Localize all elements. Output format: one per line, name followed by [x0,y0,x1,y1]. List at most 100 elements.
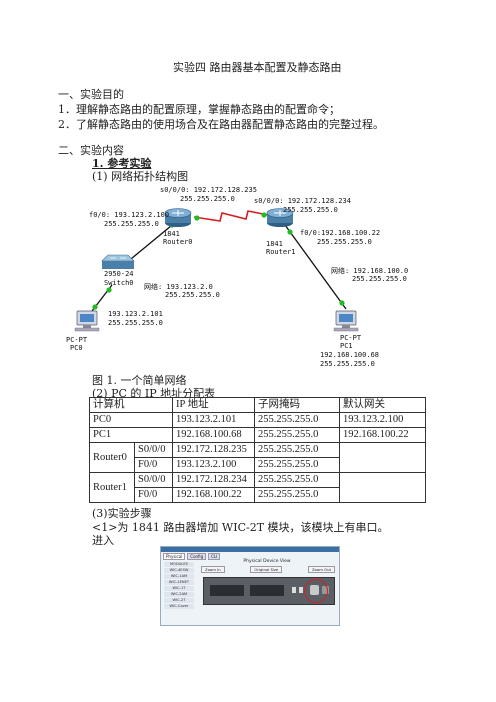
highlight-circle [304,579,328,603]
module-slot[interactable] [250,585,284,596]
router1-name: Router1 [266,248,296,256]
table-cell: 255.255.255.0 [254,487,340,503]
module-list-item[interactable]: WIC-1ENET [164,580,194,585]
table-header-cell: 计算机 [89,397,173,413]
network-right-mask: 255.255.255.0 [352,275,407,283]
link-serial [193,210,269,222]
router1-serial-label: s0/0/0: 192.172.128.234 [254,197,351,205]
table-row: F0/0 192.168.100.22 255.255.255.0 [90,487,426,503]
page-title: 实验四 路由器基本配置及静态路由 [173,61,342,74]
router0-serial-mask: 255.255.255.0 [180,195,235,203]
table-header-cell: 子网掩码 [254,397,340,413]
table-cell: 193.123.2.101 [172,412,255,428]
purpose-item: 1．理解静态路由的配置原理，掌握静态路由的配置命令； [58,103,340,116]
router1-serial-mask: 255.255.255.0 [283,206,338,214]
topology-label: (1) 网络拓扑结构图 [92,170,189,183]
pc1-type: PC-PT [340,334,362,342]
table-cell: 255.255.255.0 [254,457,340,473]
network-right-label: 网络: 192.168.100.0 [331,267,409,275]
module-list-item[interactable]: WIC-2AM [164,592,194,597]
pc0-name: PC0 [70,344,83,352]
table-cell: 255.255.255.0 [254,412,340,428]
section-heading-purpose: 一、实验目的 [58,88,124,101]
figure-caption: 图 1. 一个简单网络 [92,374,187,387]
table-cell: 255.255.255.0 [254,442,340,458]
table-row: F0/0 193.123.2.100 255.255.255.0 [90,457,426,473]
table-cell: Router1 [88,472,136,503]
network-topology-diagram [74,208,359,332]
router-icon [164,208,192,227]
table-header-cell: 默认网关 [339,397,426,413]
router1-f00-label: f0/0:192.168.100.22 [300,229,381,237]
module-list-item[interactable]: WIC-2T [164,598,194,603]
table-cell: 192.172.128.234 [172,472,255,488]
packet-tracer-screenshot: Physical Config CLI MODULES WIC-4ESW WIC… [160,546,340,626]
table-row: PC1 192.168.100.68 255.255.255.0 192.168… [89,427,426,443]
original-size-button[interactable]: Original Size [250,566,283,573]
pc1-name: PC1 [340,342,353,350]
table-cell: 192.168.100.68 [172,427,255,443]
table-header-row: 计算机 IP 地址 子网掩码 默认网关 [89,397,426,413]
table-row: PC0 193.123.2.101 255.255.255.0 193.123.… [89,412,426,428]
step-1-text: <1>为 1841 路由器增加 WIC-2T 模块，该模块上有串口。 [92,521,389,534]
table-cell: 193.123.2.100 [339,412,426,428]
table-caption: (2) PC 的 IP 地址分配表 [92,387,216,400]
zoom-in-button[interactable]: Zoom In [201,566,225,573]
panel-title: Physical Device View [243,559,291,564]
network-left-label: 网络: 193.123.2.0 [144,283,213,291]
router1-model: 1841 [266,240,283,248]
router1-f00-mask: 255.255.255.0 [317,238,372,246]
module-list-item[interactable]: WIC-1T [164,586,194,591]
pc0-ip: 193.123.2.101 [108,310,163,318]
module-slot[interactable] [210,585,244,596]
ip-address-table: 计算机 IP 地址 子网掩码 默认网关 PC0 193.123.2.101 25… [88,397,426,503]
module-list: MODULES WIC-4ESW WIC-1AM WIC-1ENET WIC-1… [164,562,194,610]
table-header-cell: IP 地址 [172,397,255,413]
table-row: Router0 S0/0/0 192.172.128.235 255.255.2… [88,442,426,473]
table-cell: PC1 [89,427,173,443]
step-1-continued: 进入 [92,534,114,547]
pc-icon [74,310,100,332]
table-cell: 193.123.2.100 [172,457,255,473]
network-left-mask: 255.255.255.0 [165,291,220,299]
table-cell: 192.168.100.22 [339,427,426,443]
table-cell: 192.172.128.235 [172,442,255,458]
table-cell: Router0 [88,442,136,473]
pc1-mask: 255.255.255.0 [320,360,375,368]
module-list-item[interactable]: WIC-4ESW [164,568,194,573]
section-heading-content: 二、实验内容 [58,144,124,157]
window-titlebar [161,547,339,552]
table-cell: 255.255.255.0 [254,472,340,488]
subsection-title-text: 1. 参考实验 [92,157,152,170]
router0-model: 1841 [163,230,180,238]
subsection-title: 1. 参考实验 [92,155,151,171]
module-list-item[interactable]: MODULES [164,562,194,567]
table-cell: 255.255.255.0 [254,427,340,443]
pc1-ip: 192.168.100.68 [320,351,380,359]
tab-physical[interactable]: Physical [163,553,186,560]
module-list-item[interactable]: WIC-1AM [164,574,194,579]
table-cell: 192.168.100.22 [172,487,255,503]
table-cell [339,442,426,473]
router0-f00-label: f0/0: 193.123.2.100 [89,211,170,219]
table-cell: F0/0 [134,487,173,503]
tab-config[interactable]: Config [187,553,207,560]
table-cell: F0/0 [134,457,173,473]
purpose-item: 2．了解静态路由的使用场合及在路由器配置静态路由的完整过程。 [58,118,384,131]
router0-f00-mask: 255.255.255.0 [104,220,159,228]
router0-name: Router0 [163,238,193,246]
zoom-out-button[interactable]: Zoom Out [307,566,335,573]
pc0-type: PC-PT [66,336,88,344]
pc-icon [333,310,359,332]
table-cell [339,472,426,503]
switch0-model: 2950-24 [104,270,134,278]
tab-cli[interactable]: CLI [208,553,221,560]
table-cell: PC0 [89,412,173,428]
link-router1-pc1 [284,224,347,310]
table-cell: S0/0/0 [134,472,173,488]
pc0-mask: 255.255.255.0 [108,319,163,327]
table-row: Router1 S0/0/0 192.172.128.234 255.255.2… [88,472,426,503]
module-list-item[interactable]: WIC-Cover [164,604,194,609]
switch-icon [101,254,135,269]
router0-serial-label: s0/0/0: 192.172.128.235 [160,186,257,194]
